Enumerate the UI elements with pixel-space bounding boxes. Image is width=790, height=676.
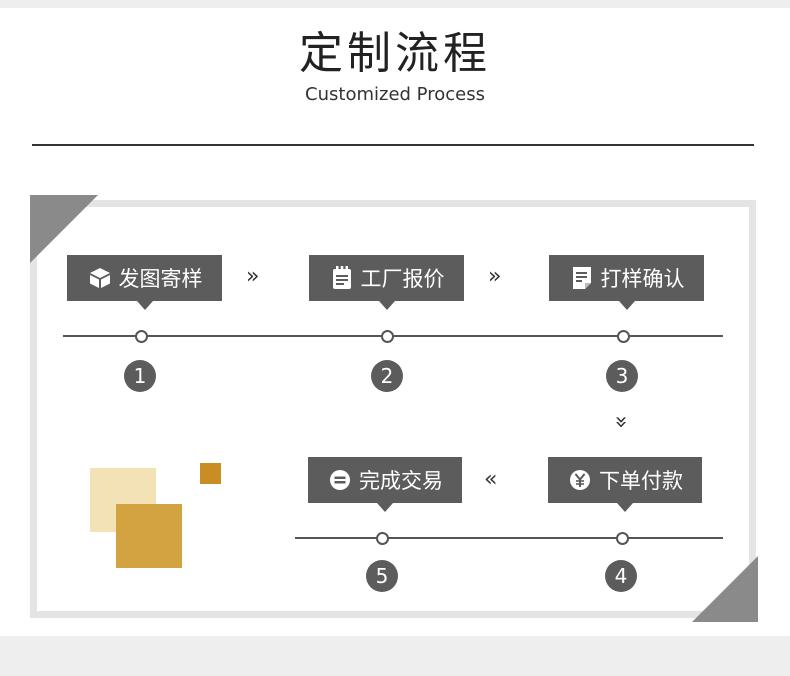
equals-icon [327, 467, 353, 493]
title-divider [32, 144, 754, 146]
arrow-left: « [484, 467, 498, 492]
decor-square-mid [116, 504, 182, 568]
step-2-number: 2 [371, 360, 403, 392]
decor-square-small [200, 463, 221, 484]
step-1-number: 1 [124, 360, 156, 392]
arrow-right-2: » [488, 264, 502, 289]
node-4 [616, 532, 629, 545]
step-5-box: 完成交易 [308, 457, 462, 512]
page-title: 定制流程 [299, 28, 491, 79]
step-4-label: 下单付款 [599, 469, 683, 493]
step-2-label: 工厂报价 [360, 267, 445, 291]
step-5-number: 5 [366, 560, 398, 592]
step-4-box: 下单付款 [548, 457, 702, 512]
step-1-label: 发图寄样 [118, 267, 203, 291]
step-4-number: 4 [605, 560, 637, 592]
yen-icon [567, 467, 593, 493]
node-5 [376, 532, 389, 545]
arrow-right-1: » [246, 264, 260, 289]
step-5-label: 完成交易 [359, 469, 443, 493]
top-band [0, 0, 790, 8]
step-3-number: 3 [606, 360, 638, 392]
corner-decoration-top-left [30, 195, 98, 263]
step-3-box: 打样确认 [549, 255, 704, 310]
document-icon [569, 265, 595, 291]
corner-decoration-bottom-right [692, 556, 758, 622]
timeline-bottom [295, 537, 723, 539]
step-1-box: 发图寄样 [67, 255, 222, 310]
notepad-icon [329, 265, 355, 291]
node-3 [617, 330, 630, 343]
page-subtitle: Customized Process [305, 84, 485, 105]
node-2 [381, 330, 394, 343]
step-3-label: 打样确认 [600, 267, 685, 291]
arrow-down: » [608, 415, 634, 429]
node-1 [135, 330, 148, 343]
box-icon [87, 265, 113, 291]
bottom-band [0, 636, 790, 676]
step-2-box: 工厂报价 [309, 255, 464, 310]
